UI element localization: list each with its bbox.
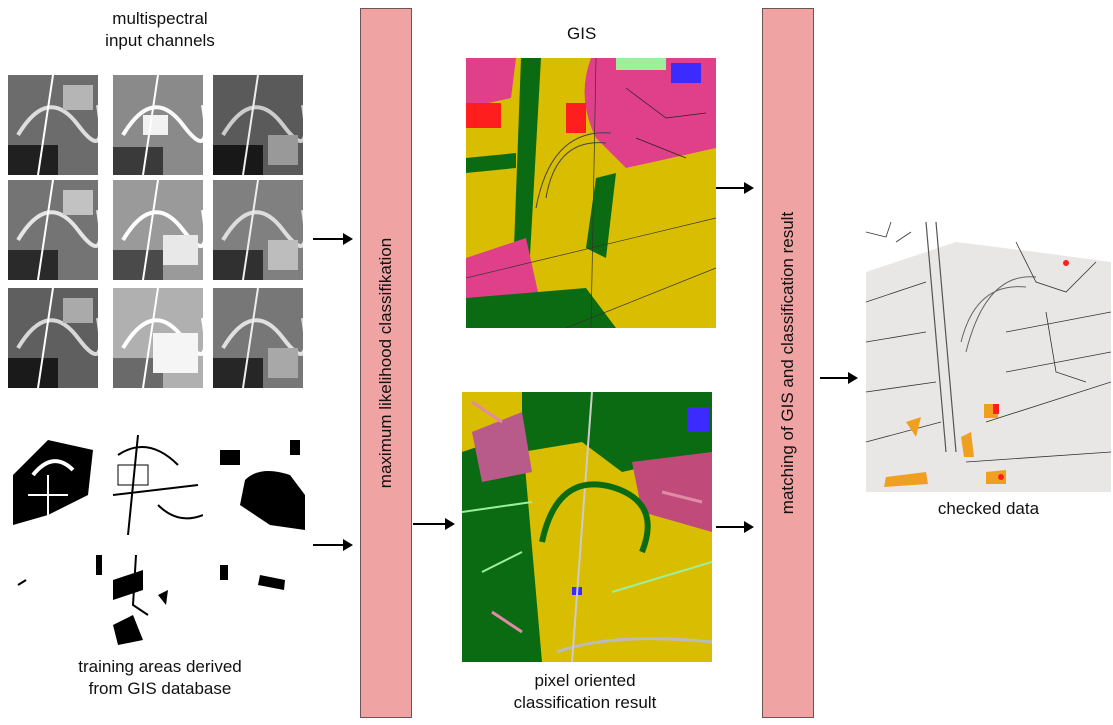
classification-map: [462, 392, 712, 662]
training-mask-3: [210, 435, 305, 535]
gis-map: [466, 58, 716, 328]
training-mask-2: [108, 435, 203, 535]
gis-title: GIS: [567, 24, 597, 43]
arrow-right-icon: [820, 372, 858, 384]
channel-thumbnail-1: [8, 75, 98, 175]
arrow-right-icon: [313, 539, 353, 551]
training-label-line2: from GIS database: [88, 679, 232, 698]
arrow-right-icon: [413, 518, 455, 530]
pixel-label-line2: classification result: [513, 693, 657, 712]
channel-thumbnail-3: [213, 75, 303, 175]
classification-bar: maximum likelihood classifikation: [360, 8, 412, 718]
channel-thumbnail-8: [113, 288, 203, 388]
pixel-label: pixel oriented classification result: [460, 670, 710, 714]
multispectral-label-line1: multispectral: [112, 9, 208, 28]
arrow-right-icon: [716, 521, 754, 533]
checked-map: [866, 222, 1111, 492]
arrow-right-icon: [313, 233, 353, 245]
pixel-label-line1: pixel oriented: [534, 671, 636, 690]
training-mask-5: [108, 545, 203, 645]
classification-bar-label: maximum likelihood classifikation: [376, 237, 395, 489]
channel-thumbnail-2: [113, 75, 203, 175]
training-label-line1: training areas derived: [78, 657, 242, 676]
training-label: training areas derived from GIS database: [40, 656, 280, 700]
channel-thumbnail-9: [213, 288, 303, 388]
channel-thumbnail-5: [113, 180, 203, 280]
multispectral-label-line2: input channels: [105, 31, 215, 50]
training-mask-6: [210, 545, 305, 625]
multispectral-label: multispectral input channels: [60, 8, 260, 52]
arrow-right-icon: [716, 182, 754, 194]
channel-thumbnail-7: [8, 288, 98, 388]
channel-thumbnail-6: [213, 180, 303, 280]
training-mask-4: [8, 545, 103, 625]
channel-thumbnail-4: [8, 180, 98, 280]
matching-bar: matching of GIS and classification resul…: [762, 8, 814, 718]
checked-label: checked data: [937, 499, 1040, 518]
matching-bar-label: matching of GIS and classification resul…: [778, 211, 797, 515]
training-mask-1: [8, 435, 103, 535]
